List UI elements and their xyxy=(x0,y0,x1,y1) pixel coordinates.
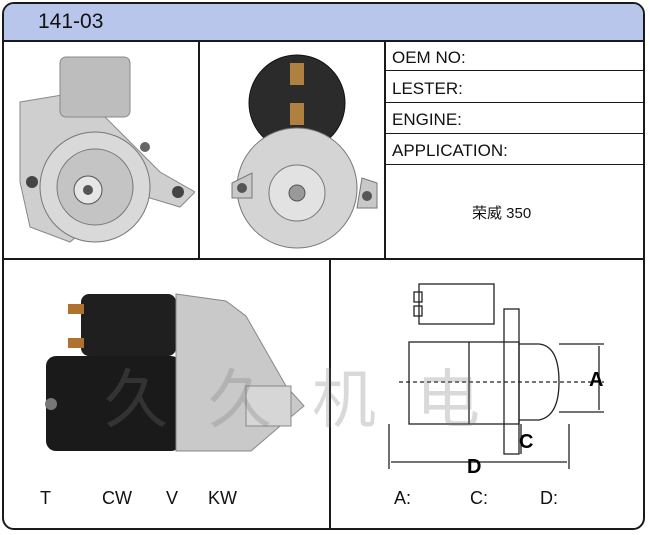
row-line-2 xyxy=(386,102,643,103)
product-card: 141-03 OEM NO: LESTER: ENGINE: APPLICATI… xyxy=(2,2,645,530)
part-number-title: 141-03 xyxy=(38,10,104,33)
spec-kw: KW xyxy=(208,488,237,508)
diagram-label-a: A xyxy=(589,369,603,391)
watermark-text: 久久机电 xyxy=(104,364,520,438)
application-value: 荣威 350 xyxy=(472,205,532,222)
row-line-3 xyxy=(386,133,643,134)
starter-front-photo xyxy=(19,56,195,243)
spec-t: T xyxy=(40,488,51,508)
header-bar: 141-03 xyxy=(4,4,643,42)
diagram-label-c: C xyxy=(519,431,533,453)
lester-label: LESTER: xyxy=(392,79,463,98)
divider-v3 xyxy=(329,260,331,528)
spec-v: V xyxy=(166,488,179,508)
starter-rear-photo xyxy=(231,54,378,249)
diagram-label-d: D xyxy=(467,456,481,474)
spec-cw: CW xyxy=(102,488,132,508)
spec-c: C: xyxy=(470,488,488,508)
engine-label: ENGINE: xyxy=(392,110,462,129)
row-line-4 xyxy=(386,164,643,165)
row-line-1 xyxy=(386,70,643,71)
spec-d: D: xyxy=(540,488,558,508)
divider-v1 xyxy=(198,40,200,258)
divider-h-mid xyxy=(4,258,643,260)
starter-side-photo xyxy=(45,293,305,452)
oem-label: OEM NO: xyxy=(392,48,466,67)
divider-v2 xyxy=(384,40,386,258)
spec-a: A: xyxy=(394,488,412,508)
dimension-diagram: A C D xyxy=(388,283,604,474)
application-label: APPLICATION: xyxy=(392,141,508,160)
